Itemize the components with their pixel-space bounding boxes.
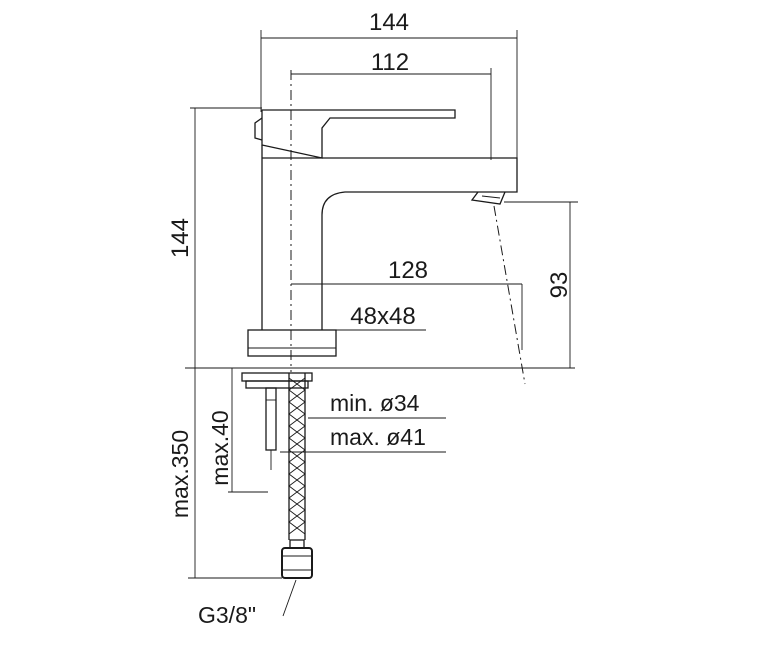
dim-lever-length: 112 [371,49,409,76]
hose-nut [281,547,313,579]
hose-ferrule [289,539,305,549]
lever-handle [261,109,456,159]
fixing-assembly [241,372,313,470]
base-block [247,329,337,357]
dim-height: 144 [167,218,194,258]
hose-braid [288,377,306,535]
faucet-body [247,109,518,357]
threaded-rod [265,387,277,451]
braided-hose [281,373,313,579]
dim-hole-max: max. ø41 [330,424,426,450]
water-stream-line [493,205,526,385]
dim-base-size: 48x48 [350,303,415,330]
spout-outlet [470,191,506,205]
body-spout [262,157,518,330]
dim-deck-thickness: max.40 [207,410,233,485]
dim-overall-width: 144 [369,9,409,36]
dim-hose-length: max.350 [167,430,193,518]
dim-connection: G3/8" [198,602,256,628]
dim-hole-min: min. ø34 [330,390,420,416]
leader-connection [282,579,297,617]
washer [241,372,313,382]
dim-spout-reach: 128 [388,257,428,284]
lever-cap [254,117,263,141]
outlet-detail [481,195,501,199]
fixing-plate [245,380,309,389]
dim-spout-height: 93 [546,272,573,299]
